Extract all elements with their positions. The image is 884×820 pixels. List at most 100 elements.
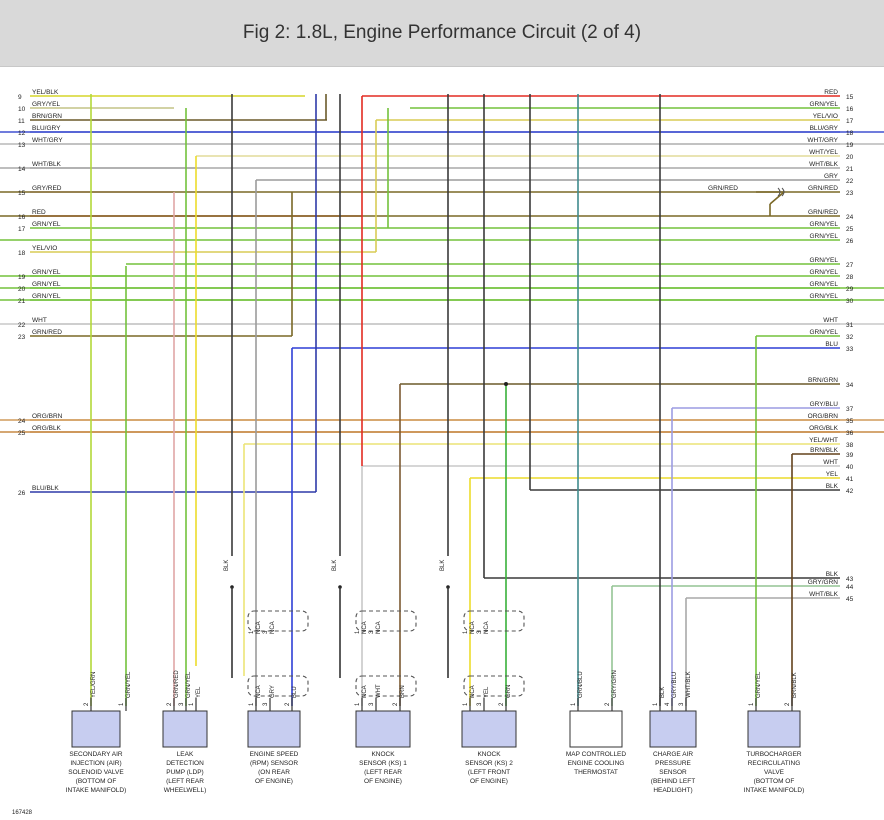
pin-wire-label: GRN/YEL: [126, 671, 132, 698]
component-label-line: (BOTTOM OF: [76, 778, 117, 785]
component-label-line: RECIRCULATING: [748, 760, 801, 767]
left-wire-label-20: GRN/YEL: [32, 281, 61, 288]
right-pin-number-39: 39: [846, 452, 854, 459]
component-label-line: OF ENGINE): [364, 778, 402, 785]
splice-break-mark: [777, 187, 785, 197]
shield-outline: [247, 610, 309, 632]
component-layer: [71, 698, 801, 748]
wire-layer: [0, 94, 884, 706]
right-wire-label-29: GRN/YEL: [809, 281, 838, 288]
component-label-line: INTAKE MANIFOLD): [66, 787, 127, 794]
component-body: [247, 710, 301, 748]
component-label-line: LEAK: [177, 751, 194, 758]
component-label-line: WHEELWELL): [164, 787, 207, 794]
pin-number: 1: [249, 702, 255, 706]
left-wire-label-23: GRN/RED: [32, 329, 62, 336]
upper-pin-label: NCA: [484, 621, 490, 634]
pin-number: 1: [189, 702, 195, 706]
pin-number: 3: [679, 702, 685, 706]
left-pin-number-12: 12: [18, 130, 26, 137]
pin-number: 2: [285, 702, 291, 706]
pin-wire-label: WHT: [376, 684, 382, 698]
title-bar: Fig 2: 1.8L, Engine Performance Circuit …: [0, 0, 884, 67]
pin-wire-label: GRN/YEL: [186, 671, 192, 698]
right-pin-number-43: 43: [846, 576, 854, 583]
pin-wire-label: GRN: [506, 685, 512, 698]
pin-wire-label: YEL/GRN: [91, 672, 97, 698]
pin-number: 2: [84, 702, 90, 706]
left-pin-number-10: 10: [18, 106, 26, 113]
upper-pin-label: NCA: [376, 621, 382, 634]
right-wire-label-38: YEL/WHT: [809, 437, 838, 444]
left-wire-label-14: WHT/BLK: [32, 161, 62, 168]
component-label-line: (BOTTOM OF: [754, 778, 795, 785]
right-pin-number-15: 15: [846, 94, 854, 101]
pin-number: 1: [571, 702, 577, 706]
left-wire-label-22: WHT: [32, 317, 47, 324]
pin-number: 2: [605, 702, 611, 706]
component-label-line: SENSOR: [659, 769, 687, 776]
right-pin-number-41: 41: [846, 476, 854, 483]
pin-number: 1: [119, 702, 125, 706]
component-map-controlled-thermostat: [569, 698, 623, 748]
upper-pin-number: 3: [477, 630, 483, 634]
right-wire-label-24: GRN/RED: [808, 209, 838, 216]
figure-number: 167428: [12, 810, 33, 816]
component-label-line: ENGINE COOLING: [568, 760, 625, 767]
component-label-line: SENSOR (KS) 2: [465, 760, 513, 767]
shield-outline: [463, 675, 525, 697]
right-wire-label-30: GRN/YEL: [809, 293, 838, 300]
component-label-line: OF ENGINE): [255, 778, 293, 785]
shield-outline: [355, 675, 417, 697]
right-wire-label-27: GRN/YEL: [809, 257, 838, 264]
wiring-diagram: YEL/BLK9GRY/YEL10BRN/GRN11BLU/GRY12WHT/G…: [0, 89, 884, 816]
right-pin-number-34: 34: [846, 382, 854, 389]
right-pin-number-16: 16: [846, 106, 854, 113]
label-layer: YEL/BLK9GRY/YEL10BRN/GRN11BLU/GRY12WHT/G…: [18, 89, 854, 794]
pin-number: 1: [653, 702, 659, 706]
upper-pin-label: NCA: [470, 621, 476, 634]
upper-pin-number: 3: [263, 630, 269, 634]
right-pin-number-25: 25: [846, 226, 854, 233]
left-wire-label-16: RED: [32, 209, 46, 216]
upper-pin-number: 1: [463, 630, 469, 634]
right-pin-number-36: 36: [846, 430, 854, 437]
upper-pin-number: 1: [249, 630, 255, 634]
component-label-line: ENGINE SPEED: [250, 751, 299, 758]
component-label-line: PRESSURE: [655, 760, 691, 767]
component-label-line: DETECTION: [166, 760, 204, 767]
right-pin-number-27: 27: [846, 262, 854, 269]
upper-pin-label: NCA: [256, 621, 262, 634]
pin-wire-label: BRN: [400, 685, 406, 698]
right-pin-number-29: 29: [846, 286, 854, 293]
component-label-line: SECONDARY AIR: [69, 751, 123, 758]
right-pin-number-17: 17: [846, 118, 854, 125]
right-pin-number-23: 23: [846, 190, 854, 197]
component-label-line: VALVE: [764, 769, 785, 776]
pin-number: 1: [355, 702, 361, 706]
left-wire-label-10: GRY/YEL: [32, 101, 60, 108]
component-body: [569, 710, 623, 748]
left-pin-number-23: 23: [18, 334, 26, 341]
pin-number: 1: [463, 702, 469, 706]
shield-outline: [355, 610, 417, 632]
figure-title: Fig 2: 1.8L, Engine Performance Circuit …: [242, 22, 642, 43]
right-pin-number-18: 18: [846, 130, 854, 137]
right-wire-label-19: WHT/GRY: [807, 137, 838, 144]
component-turbocharger-recirculating-valve: [747, 698, 801, 748]
right-wire-label-21: WHT/BLK: [809, 161, 839, 168]
right-pin-number-37: 37: [846, 406, 854, 413]
left-wire-label-18: YEL/VIO: [32, 245, 57, 252]
right-pin-number-35: 35: [846, 418, 854, 425]
pin-wire-label: GRY/GRN: [612, 670, 618, 698]
component-body: [747, 710, 801, 748]
upper-pin-number: 3: [369, 630, 375, 634]
splice-dot: [504, 382, 508, 386]
right-wire-label-37: GRY/BLU: [810, 401, 839, 408]
right-wire-label-16: GRN/YEL: [809, 101, 838, 108]
right-pin-number-19: 19: [846, 142, 854, 149]
left-wire-label-15: GRY/RED: [32, 185, 62, 192]
left-pin-number-25: 25: [18, 430, 26, 437]
component-label-line: SENSOR (KS) 1: [359, 760, 407, 767]
pin-wire-label: GRN/YEL: [756, 671, 762, 698]
